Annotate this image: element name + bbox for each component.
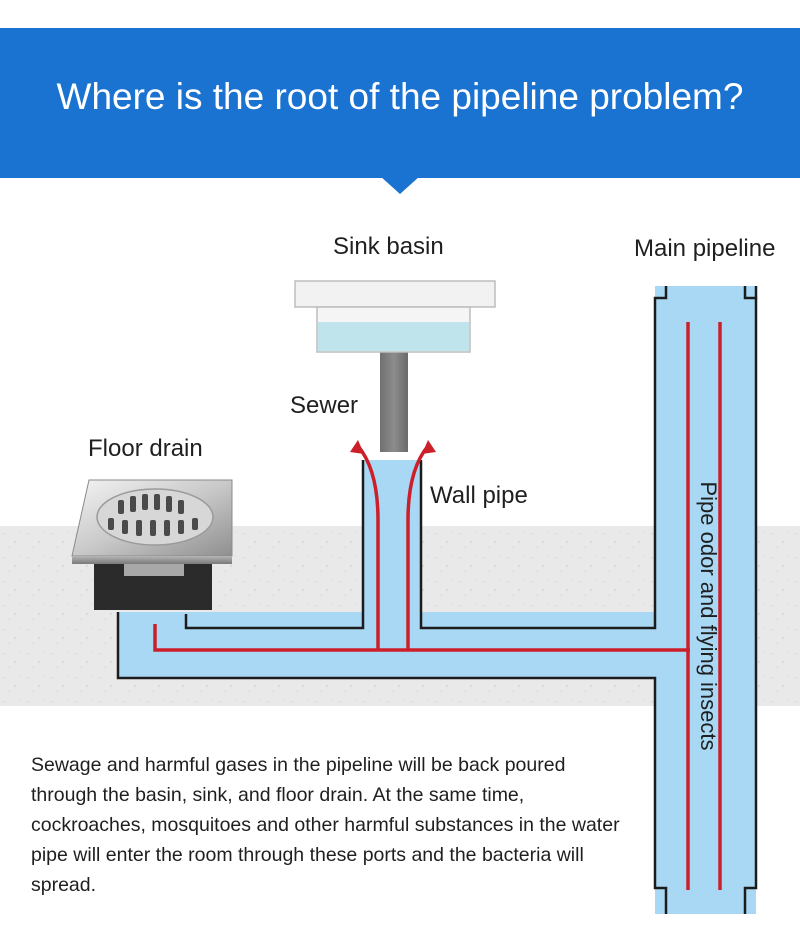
label-wall-pipe: Wall pipe (430, 482, 528, 509)
page-title: Where is the root of the pipeline proble… (56, 76, 744, 117)
flow-line-horizontal (153, 624, 690, 652)
main-pipeline-body (655, 286, 756, 914)
label-floor-drain: Floor drain (88, 435, 203, 462)
label-main-pipeline: Main pipeline (634, 235, 776, 262)
label-sink-basin: Sink basin (333, 233, 444, 260)
arrow-left (350, 440, 364, 454)
description-text: Sewage and harmful gases in the pipeline… (31, 754, 620, 896)
header-banner (0, 28, 800, 178)
floor-drain-shape (71, 479, 233, 610)
sewer-pipe (380, 352, 408, 452)
pipe-outline (116, 612, 668, 914)
top-strip (0, 0, 800, 28)
header-pointer (380, 176, 420, 194)
sink-basin-shape (294, 280, 496, 353)
label-sewer: Sewer (290, 392, 359, 419)
horizontal-pipe (118, 612, 655, 678)
arrow-right (422, 440, 436, 454)
label-pipe-odor: Pipe odor and flying insects (696, 481, 721, 751)
